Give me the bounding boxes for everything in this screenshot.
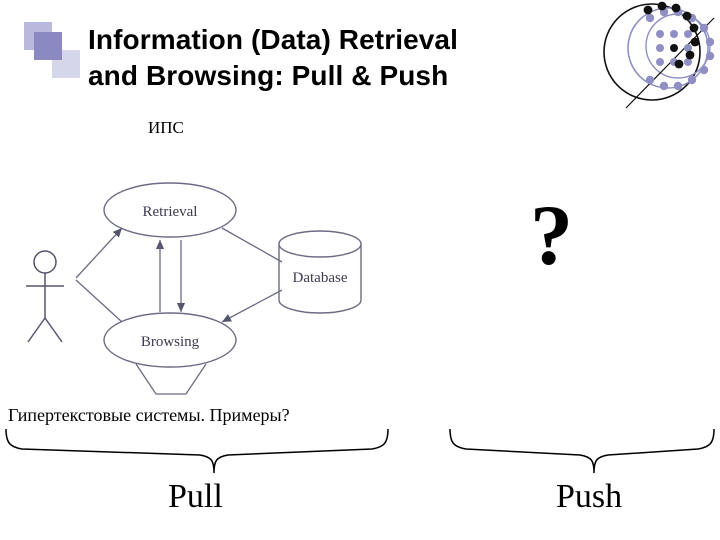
brace-push [449, 428, 715, 474]
node-browsing-label: Browsing [141, 334, 200, 350]
page-title: Information (Data) Retrieval and Browsin… [88, 22, 618, 94]
node-retrieval-label: Retrieval [143, 204, 198, 220]
dots-cluster-decoration [590, 0, 720, 130]
edge-database-browsing [221, 289, 283, 323]
brace-group [0, 425, 720, 490]
funnel-shape [135, 363, 207, 395]
title-line-1: Information (Data) Retrieval [88, 24, 458, 55]
node-database: Database [278, 230, 362, 314]
brace-pull [5, 428, 389, 474]
node-retrieval: Retrieval [103, 182, 237, 238]
edge-actor-retrieval [75, 227, 123, 279]
edge-browsing-actor [75, 279, 123, 323]
title-line-2: and Browsing: Pull & Push [88, 59, 449, 91]
actor-stick-figure [26, 250, 64, 343]
question-mark: ? [530, 187, 573, 283]
dots-cluster-svg [603, 1, 715, 109]
push-label: Push [556, 478, 623, 515]
diagram-edges [75, 227, 283, 395]
logo-decoration [24, 22, 80, 78]
retrieval-browsing-diagram: Retrieval Browsing Database [0, 140, 420, 420]
node-browsing: Browsing [103, 312, 237, 368]
logo-square-dark [34, 32, 62, 60]
braces-svg [5, 428, 715, 474]
pull-label: Pull [168, 478, 223, 515]
hypertext-caption: Гипертекстовые системы. Примеры? [8, 405, 290, 425]
node-database-label: Database [293, 270, 348, 286]
ips-label: ИПС [148, 118, 184, 137]
diagram-svg: Retrieval Browsing Database [26, 182, 362, 395]
edge-retrieval-database [221, 227, 283, 263]
